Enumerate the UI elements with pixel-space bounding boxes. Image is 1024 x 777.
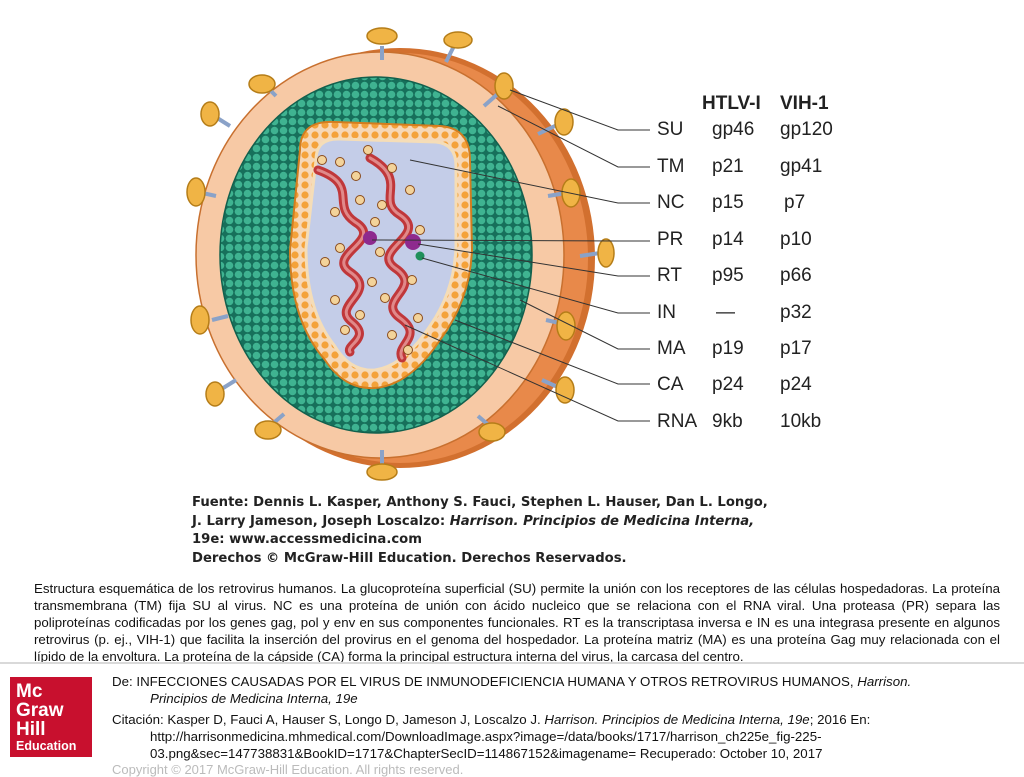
label-in: IN — [657, 302, 676, 323]
value-htlv-rt: p95 — [712, 265, 744, 286]
leader-lines — [371, 89, 650, 422]
retrovirus-diagram — [186, 27, 650, 481]
citation-de-book-2-text: Principios de Medicina Interna, 19e — [150, 691, 358, 706]
source-line-2: J. Larry Jameson, Joseph Loscalzo: Harri… — [192, 513, 792, 532]
logo-line-1: Mc — [16, 681, 43, 702]
copyright-notice: Copyright © 2017 McGraw-Hill Education. … — [112, 762, 464, 777]
label-su: SU — [657, 119, 684, 140]
source-line-4: Derechos © McGraw-Hill Education. Derech… — [192, 550, 627, 566]
citation-url-1[interactable]: http://harrisonmedicina.mhmedical.com/Do… — [150, 729, 822, 744]
label-ma: MA — [657, 338, 686, 359]
value-vih-pr: p10 — [780, 229, 812, 250]
label-rt: RT — [657, 265, 682, 286]
label-tm: TM — [657, 156, 685, 177]
value-vih-ca: p24 — [780, 374, 812, 395]
source-line-1: Fuente: Dennis L. Kasper, Anthony S. Fau… — [192, 495, 768, 510]
citation-book: Harrison. Principios de Medicina Interna… — [544, 712, 810, 727]
value-htlv-tm: p21 — [712, 156, 744, 177]
value-vih-in: p32 — [780, 302, 812, 323]
value-htlv-ma: p19 — [712, 338, 744, 359]
reverse-transcriptase-enzyme — [405, 234, 421, 250]
source-line-3: 19e: www.accessmedicina.com — [192, 532, 422, 547]
value-htlv-pr: p14 — [712, 229, 744, 250]
label-rna: RNA — [657, 411, 698, 432]
value-vih-nc: p7 — [784, 192, 806, 213]
citation-url-2[interactable]: 03.png&sec=147738831&BookID=1717&Chapter… — [150, 746, 823, 761]
label-pr: PR — [657, 229, 684, 250]
integrase-enzyme — [415, 251, 425, 261]
source-book: Harrison. Principios de Medicina Interna… — [449, 513, 755, 529]
nucleocapsid-dots — [317, 145, 425, 355]
value-vih-rna: 10kb — [780, 411, 822, 432]
value-htlv-in: — — [716, 302, 735, 323]
citation-line: Citación: Kasper D, Fauci A, Hauser S, L… — [112, 711, 992, 728]
citation-de: De: INFECCIONES CAUSADAS POR EL VIRUS DE… — [112, 673, 992, 690]
glycoprotein-heads — [186, 27, 615, 481]
label-nc: NC — [657, 192, 685, 213]
value-vih-tm: gp41 — [780, 156, 823, 177]
citation-block: De: INFECCIONES CAUSADAS POR EL VIRUS DE… — [112, 673, 992, 762]
value-vih-rt: p66 — [780, 265, 812, 286]
citation-de-book-2: Principios de Medicina Interna, 19e — [112, 690, 992, 707]
protease-enzyme — [363, 231, 377, 245]
table-header-vih: VIH-1 — [780, 93, 829, 114]
figure-caption: Estructura esquemática de los retrovirus… — [34, 581, 1000, 664]
figure-source: Fuente: Dennis L. Kasper, Anthony S. Fau… — [192, 494, 792, 568]
divider — [0, 662, 1024, 664]
source-authors: J. Larry Jameson, Joseph Loscalzo: — [192, 513, 450, 529]
value-vih-ma: p17 — [780, 338, 812, 359]
logo-line-3: Hill — [16, 719, 46, 740]
citation-de-title: De: INFECCIONES CAUSADAS POR EL VIRUS DE… — [112, 674, 858, 689]
mcgraw-hill-logo: Mc Graw Hill Education — [10, 677, 92, 757]
citation-year: ; 2016 En: — [809, 712, 871, 727]
value-vih-su: gp120 — [780, 119, 833, 140]
logo-line-4: Education — [16, 739, 77, 753]
citation-de-book: Harrison. — [857, 674, 912, 689]
citation-authors: Citación: Kasper D, Fauci A, Hauser S, L… — [112, 712, 545, 727]
value-htlv-rna: 9kb — [712, 411, 743, 432]
label-ca: CA — [657, 374, 684, 395]
value-htlv-su: gp46 — [712, 119, 755, 140]
logo-line-2: Graw — [16, 700, 64, 721]
value-htlv-ca: p24 — [712, 374, 744, 395]
value-htlv-nc: p15 — [712, 192, 744, 213]
table-header-htlv: HTLV-I — [702, 93, 761, 114]
